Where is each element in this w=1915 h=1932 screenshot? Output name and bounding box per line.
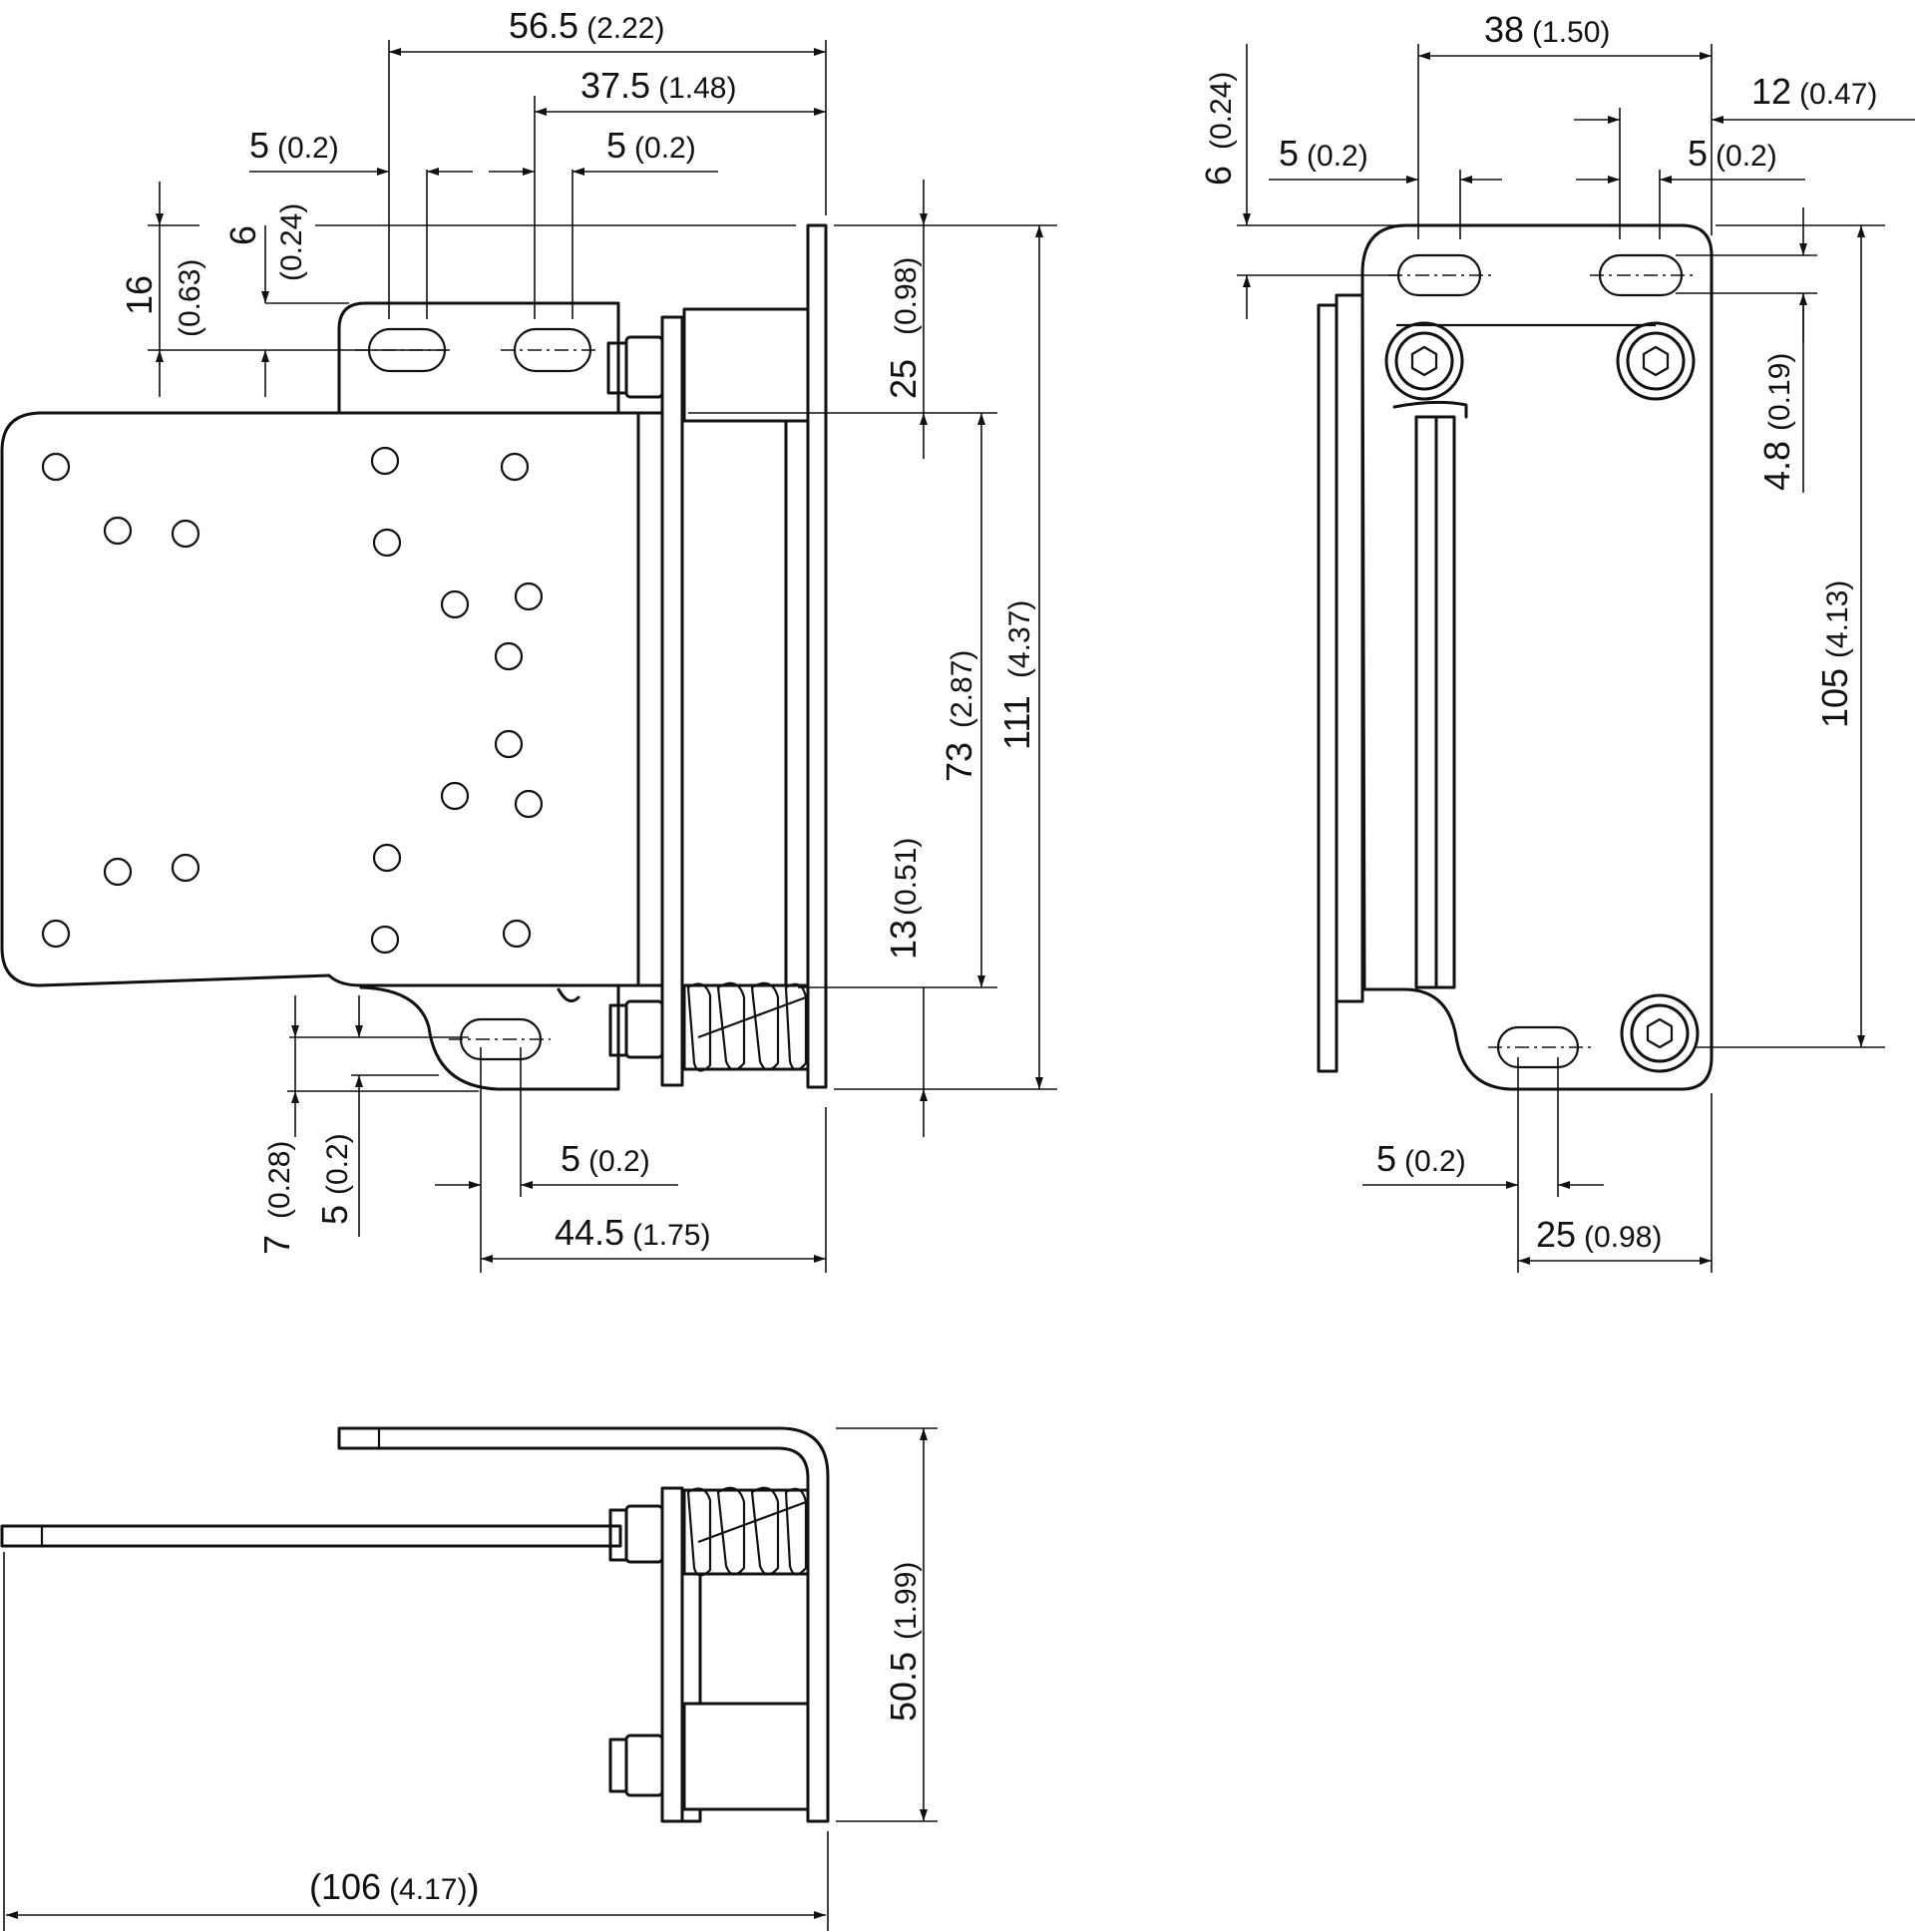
label-5-bottom-left: 5 [314, 1205, 355, 1225]
label-13-inch: (0.51) [890, 838, 923, 916]
label-25-side-bottom: 25(0.98) [1536, 1214, 1662, 1255]
top-view-spring [682, 1486, 810, 1577]
label-7-inch: (0.28) [263, 1141, 296, 1219]
torsion-spring [608, 981, 810, 1072]
screw-top-right [1616, 321, 1696, 401]
label-5-side-right: 5(0.2) [1688, 133, 1777, 174]
label-5-top-left: 5(0.2) [249, 125, 339, 166]
slot-upper-right [513, 327, 592, 373]
label-38: 38(1.50) [1484, 9, 1610, 50]
label-6-left-inch: (0.24) [275, 203, 308, 281]
label-12: 12(0.47) [1751, 71, 1877, 112]
label-37-5: 37.5(1.48) [580, 65, 736, 106]
top-view-block [682, 1702, 810, 1811]
top-view [0, 1426, 830, 1823]
label-5-bottom-left-inch: (0.2) [321, 1133, 354, 1195]
label-73-inch: (2.87) [946, 650, 978, 728]
front-view [0, 223, 828, 1091]
screw-top-left [1384, 321, 1464, 401]
label-16-inch: (0.63) [174, 259, 206, 337]
label-4-8: 4.8 [1756, 441, 1797, 491]
side-view-labels: 38(1.50) 12(0.47) 5(0.2) 5(0.2) 6 (0.24)… [1198, 9, 1877, 1255]
label-6-side-inch: (0.24) [1205, 72, 1238, 150]
top-view-labels: 50.5 (1.99) (106(4.17)) [309, 1562, 924, 1907]
label-111: 111 [996, 695, 1037, 750]
label-13: 13 [883, 920, 924, 960]
label-5-bottom: 5(0.2) [561, 1138, 650, 1179]
label-5-side-bottom: 5(0.2) [1376, 1138, 1466, 1179]
top-view-dimensions [3, 1427, 938, 1931]
side-view-dimensions [1237, 44, 1915, 1273]
front-view-labels: 56.5(2.22) 37.5(1.48) 5(0.2) 5(0.2) 16 (… [119, 5, 1037, 1255]
label-5-side-left: 5(0.2) [1279, 133, 1368, 174]
label-111-inch: (4.37) [1003, 600, 1036, 678]
hinge-block-upper [682, 307, 810, 423]
label-106: (106(4.17)) [309, 1866, 479, 1907]
side-view [1317, 223, 1714, 1091]
screw-bottom-right [1620, 993, 1700, 1073]
top-view-upper-flange [337, 1426, 830, 1823]
main-plate [0, 411, 640, 987]
label-73: 73 [939, 742, 979, 782]
top-view-plate [0, 1524, 622, 1548]
label-5-top-center: 5(0.2) [606, 125, 696, 166]
front-view-dimensions [148, 40, 1057, 1273]
label-25: 25 [883, 359, 924, 399]
label-16: 16 [119, 275, 160, 315]
label-105-inch: (4.13) [1821, 580, 1854, 658]
hinge-leaf [806, 223, 828, 1089]
plate-holes [41, 446, 544, 955]
lower-mounting-tab [359, 985, 620, 1091]
label-6-left: 6 [222, 225, 263, 245]
label-56-5: 56.5(2.22) [509, 5, 664, 46]
side-hinge-leaf [1317, 303, 1339, 1073]
label-7: 7 [256, 1235, 297, 1255]
label-105: 105 [1814, 668, 1855, 728]
label-50-5: 50.5 [883, 1652, 924, 1722]
label-4-8-inch: (0.19) [1763, 353, 1796, 431]
upper-mounting-tab [337, 301, 620, 415]
label-44-5: 44.5(1.75) [555, 1212, 710, 1253]
label-50-5-inch: (1.99) [890, 1562, 923, 1640]
label-25-inch: (0.98) [890, 257, 923, 335]
label-6-side: 6 [1198, 166, 1239, 186]
